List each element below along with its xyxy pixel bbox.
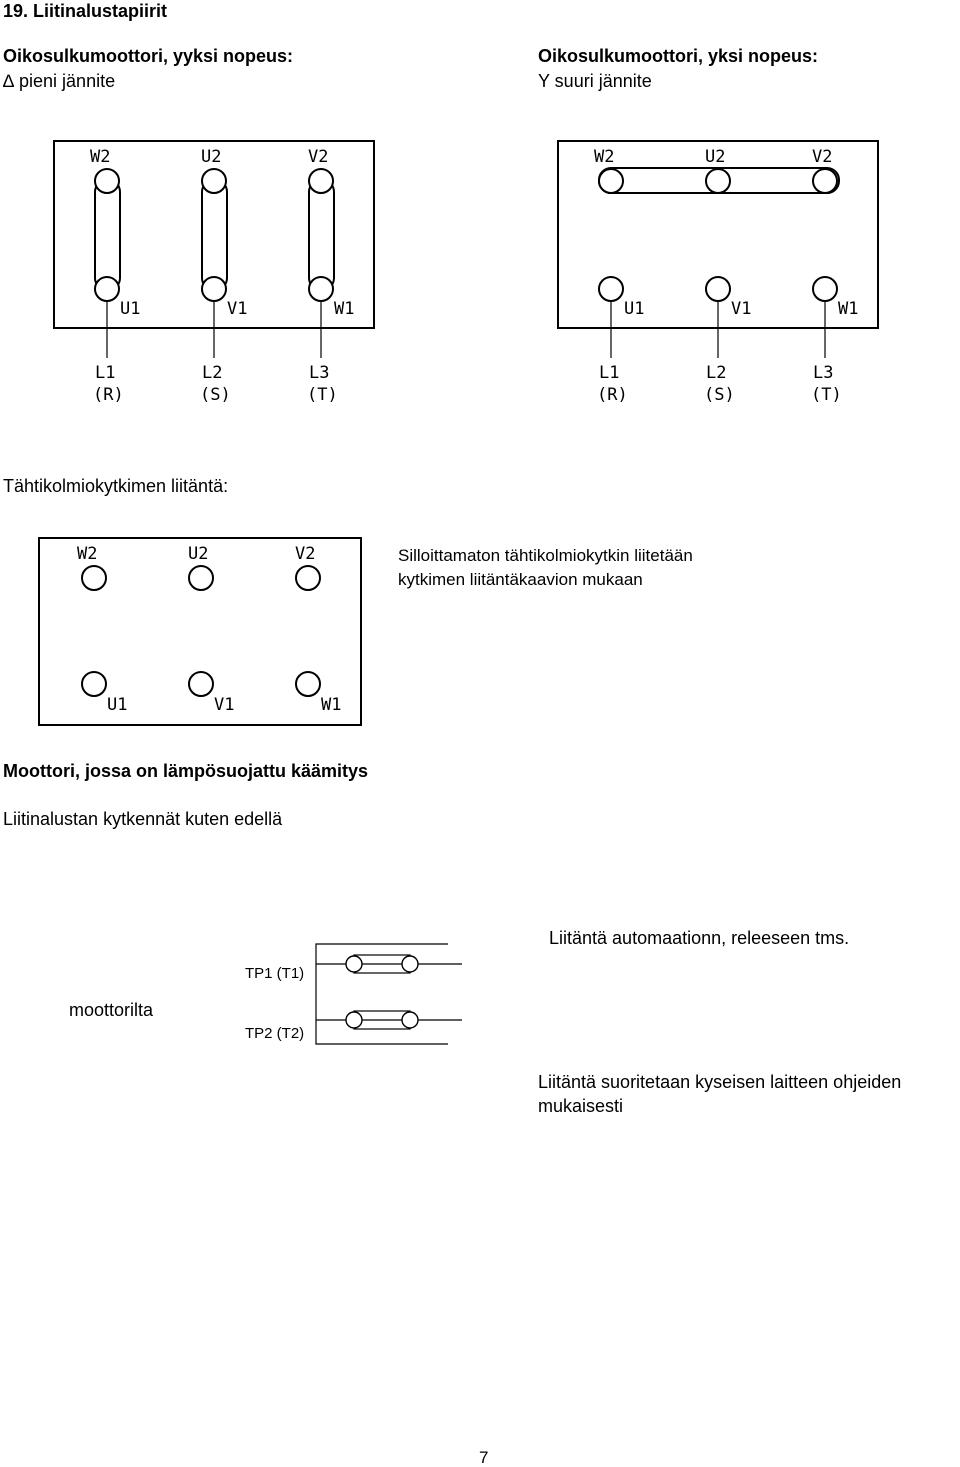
- tp2-terminal-right: [401, 1011, 419, 1029]
- star-terminal-u2: [705, 168, 731, 194]
- star-delta-label-w1: W1: [321, 695, 341, 715]
- delta-label-l2: L2: [202, 363, 222, 383]
- star-delta-terminal-w2: [81, 565, 107, 591]
- delta-connection-diagram: W2 U2 V2 U1 V1 W1 L1 L2 L3 (R) (S) (T): [53, 140, 375, 405]
- star-label-r: (R): [597, 385, 628, 405]
- star-delta-label-v2: V2: [295, 544, 315, 564]
- star-label-s: (S): [704, 385, 735, 405]
- star-label-l3: L3: [813, 363, 833, 383]
- delta-label-u2: U2: [201, 147, 221, 167]
- thermal-protector-diagram: [315, 943, 462, 1045]
- page-number: 7: [479, 1448, 489, 1467]
- thermal-subheading: Liitinalustan kytkennät kuten edellä: [3, 809, 283, 829]
- delta-subheading: ∆ pieni jännite: [3, 71, 116, 91]
- delta-terminal-w2: [94, 168, 120, 194]
- thermal-enclosure: [315, 943, 448, 1045]
- tp2-terminal-left: [345, 1011, 363, 1029]
- tp1-label: TP1 (T1): [245, 965, 305, 982]
- star-terminal-w2: [598, 168, 624, 194]
- delta-heading: Oikosulkumoottori, yyksi nopeus:: [3, 46, 294, 66]
- star-delta-label-w2: W2: [77, 544, 97, 564]
- star-label-v1: V1: [731, 299, 751, 319]
- tp2-label: TP2 (T2): [245, 1025, 305, 1042]
- star-connection-diagram: W2 U2 V2 U1 V1 W1 L1 L2 L3 (R) (S) (T): [557, 140, 879, 405]
- star-label-w1: W1: [838, 299, 858, 319]
- automation-label: Liitäntä automaationn, releeseen tms.: [549, 928, 850, 948]
- star-heading: Oikosulkumoottori, yksi nopeus:: [538, 46, 819, 66]
- delta-label-v1: V1: [227, 299, 247, 319]
- tp1-terminal-right: [401, 955, 419, 973]
- star-delta-switch-diagram: W2 U2 V2 U1 V1 W1: [38, 537, 362, 726]
- star-subheading: Y suuri jännite: [538, 71, 652, 91]
- star-delta-heading: Tähtikolmiokytkimen liitäntä:: [3, 476, 229, 496]
- delta-label-l1: L1: [95, 363, 115, 383]
- star-delta-label-v1: V1: [214, 695, 234, 715]
- star-delta-terminal-u2: [188, 565, 214, 591]
- motor-label: moottorilta: [69, 1000, 154, 1020]
- instruction-line1: Liitäntä suoritetaan kyseisen laitteen o…: [538, 1072, 902, 1092]
- thermal-heading: Moottori, jossa on lämpösuojattu käämity…: [3, 761, 369, 781]
- star-label-t: (T): [811, 385, 842, 405]
- star-terminal-v2: [812, 168, 838, 194]
- delta-label-r: (R): [93, 385, 124, 405]
- star-label-l2: L2: [706, 363, 726, 383]
- star-delta-terminal-board: [38, 537, 362, 726]
- star-label-u2: U2: [705, 147, 725, 167]
- delta-label-l3: L3: [309, 363, 329, 383]
- delta-terminal-v2: [308, 168, 334, 194]
- star-delta-label-u1: U1: [107, 695, 127, 715]
- star-label-w2: W2: [594, 147, 614, 167]
- star-delta-label-u2: U2: [188, 544, 208, 564]
- star-delta-terminal-w1: [295, 671, 321, 697]
- delta-label-v2: V2: [308, 147, 328, 167]
- star-delta-terminal-v1: [188, 671, 214, 697]
- delta-label-s: (S): [200, 385, 231, 405]
- delta-label-w2: W2: [90, 147, 110, 167]
- star-label-u1: U1: [624, 299, 644, 319]
- star-label-v2: V2: [812, 147, 832, 167]
- delta-label-u1: U1: [120, 299, 140, 319]
- delta-label-w1: W1: [334, 299, 354, 319]
- star-delta-terminal-v2: [295, 565, 321, 591]
- section-title: 19. Liitinalustapiirit: [3, 1, 168, 21]
- delta-terminal-u2: [201, 168, 227, 194]
- instruction-line2: mukaisesti: [538, 1096, 624, 1116]
- delta-label-t: (T): [307, 385, 338, 405]
- star-label-l1: L1: [599, 363, 619, 383]
- tp1-terminal-left: [345, 955, 363, 973]
- star-delta-note-line2: kytkimen liitäntäkaavion mukaan: [398, 570, 643, 589]
- star-delta-note-line1: Silloittamaton tähtikolmiokytkin liitetä…: [398, 546, 693, 565]
- star-delta-terminal-u1: [81, 671, 107, 697]
